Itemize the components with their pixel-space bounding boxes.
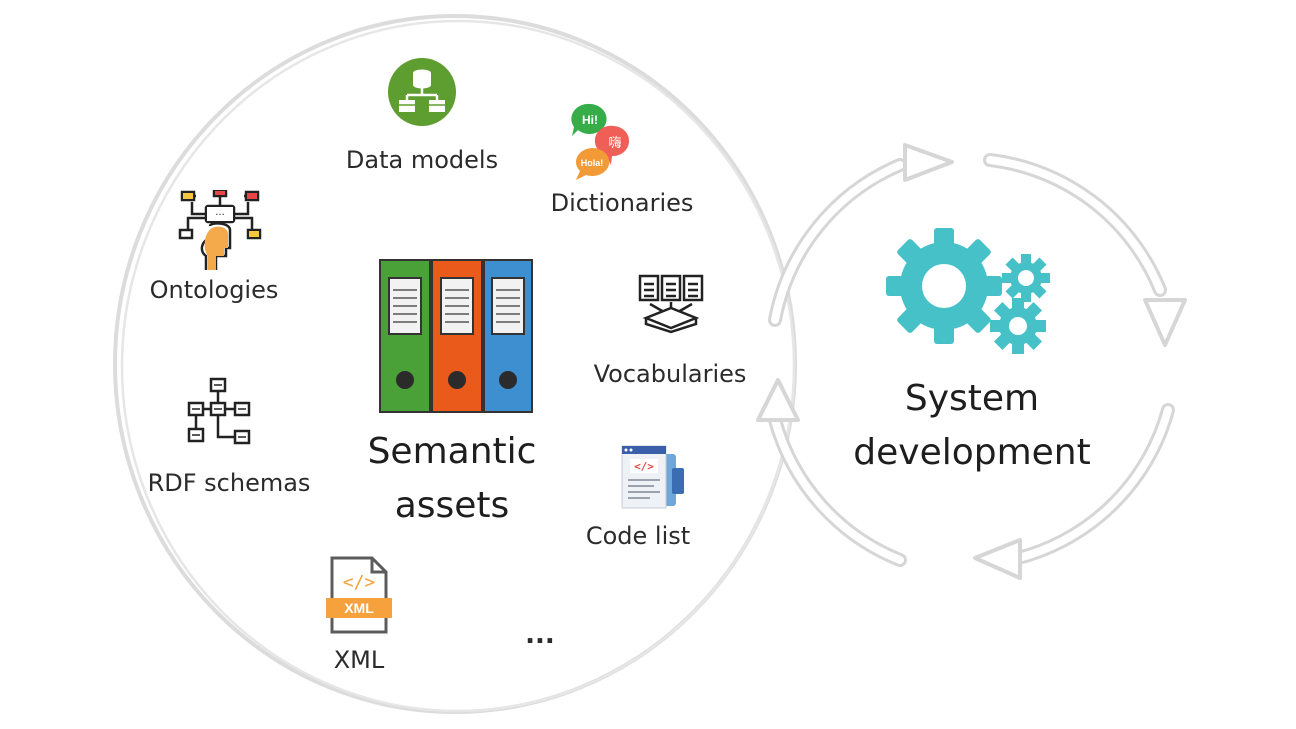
system-development-title-line2: development <box>853 432 1091 473</box>
data-models-icon <box>388 58 456 126</box>
xml-file-icon: </> XML <box>326 556 392 634</box>
more-ellipsis: ... <box>525 620 555 650</box>
ontologies-icon: ··· <box>178 190 262 270</box>
code-list-label: Code list <box>585 522 691 550</box>
system-development-title-line1: System <box>904 378 1040 419</box>
bubble-hola: Hola! <box>581 158 604 168</box>
vocabularies-icon <box>638 274 704 334</box>
bubble-chinese: 嗨 <box>608 136 621 151</box>
semantic-assets-title-line2: assets <box>394 485 510 526</box>
svg-text:···: ··· <box>215 210 225 221</box>
bubble-hi: Hi! <box>582 113 598 127</box>
code-list-icon: </> <box>621 445 684 509</box>
rdf-schemas-icon <box>187 377 251 445</box>
data-models-label: Data models <box>345 146 499 174</box>
rdf-schemas-label: RDF schemas <box>147 469 311 497</box>
semantic-assets-title: Semantic assets <box>368 425 537 533</box>
binders-icon <box>379 259 533 413</box>
semantic-assets-title-line1: Semantic <box>367 431 537 472</box>
dictionaries-icon: Hi! 嗨 Hola! <box>571 103 630 180</box>
gears-icon <box>886 228 1050 354</box>
xml-label: XML <box>333 646 385 674</box>
code-tag-text: </> <box>634 460 654 473</box>
ontologies-label: Ontologies <box>149 276 279 304</box>
system-development-title: System development <box>853 372 1090 480</box>
assets-circle-outline <box>113 14 797 714</box>
dictionaries-label: Dictionaries <box>550 189 694 217</box>
svg-text:</>: </> <box>343 572 376 593</box>
xml-badge-text: XML <box>344 600 374 616</box>
vocabularies-label: Vocabularies <box>593 360 747 388</box>
